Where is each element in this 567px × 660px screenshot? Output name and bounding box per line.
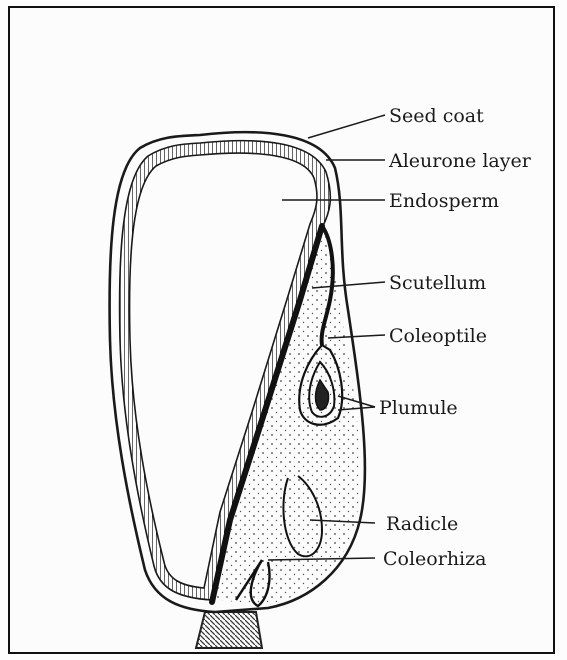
label-seed-coat: Seed coat bbox=[389, 105, 484, 127]
label-radicle: Radicle bbox=[386, 513, 458, 535]
tip-cap bbox=[196, 612, 262, 648]
label-endosperm: Endosperm bbox=[389, 190, 499, 212]
label-coleorhiza: Coleorhiza bbox=[383, 548, 486, 570]
label-scutellum: Scutellum bbox=[389, 272, 486, 294]
label-plumule: Plumule bbox=[379, 397, 458, 419]
label-aleurone-layer: Aleurone layer bbox=[388, 150, 532, 172]
label-coleoptile: Coleoptile bbox=[389, 325, 487, 347]
